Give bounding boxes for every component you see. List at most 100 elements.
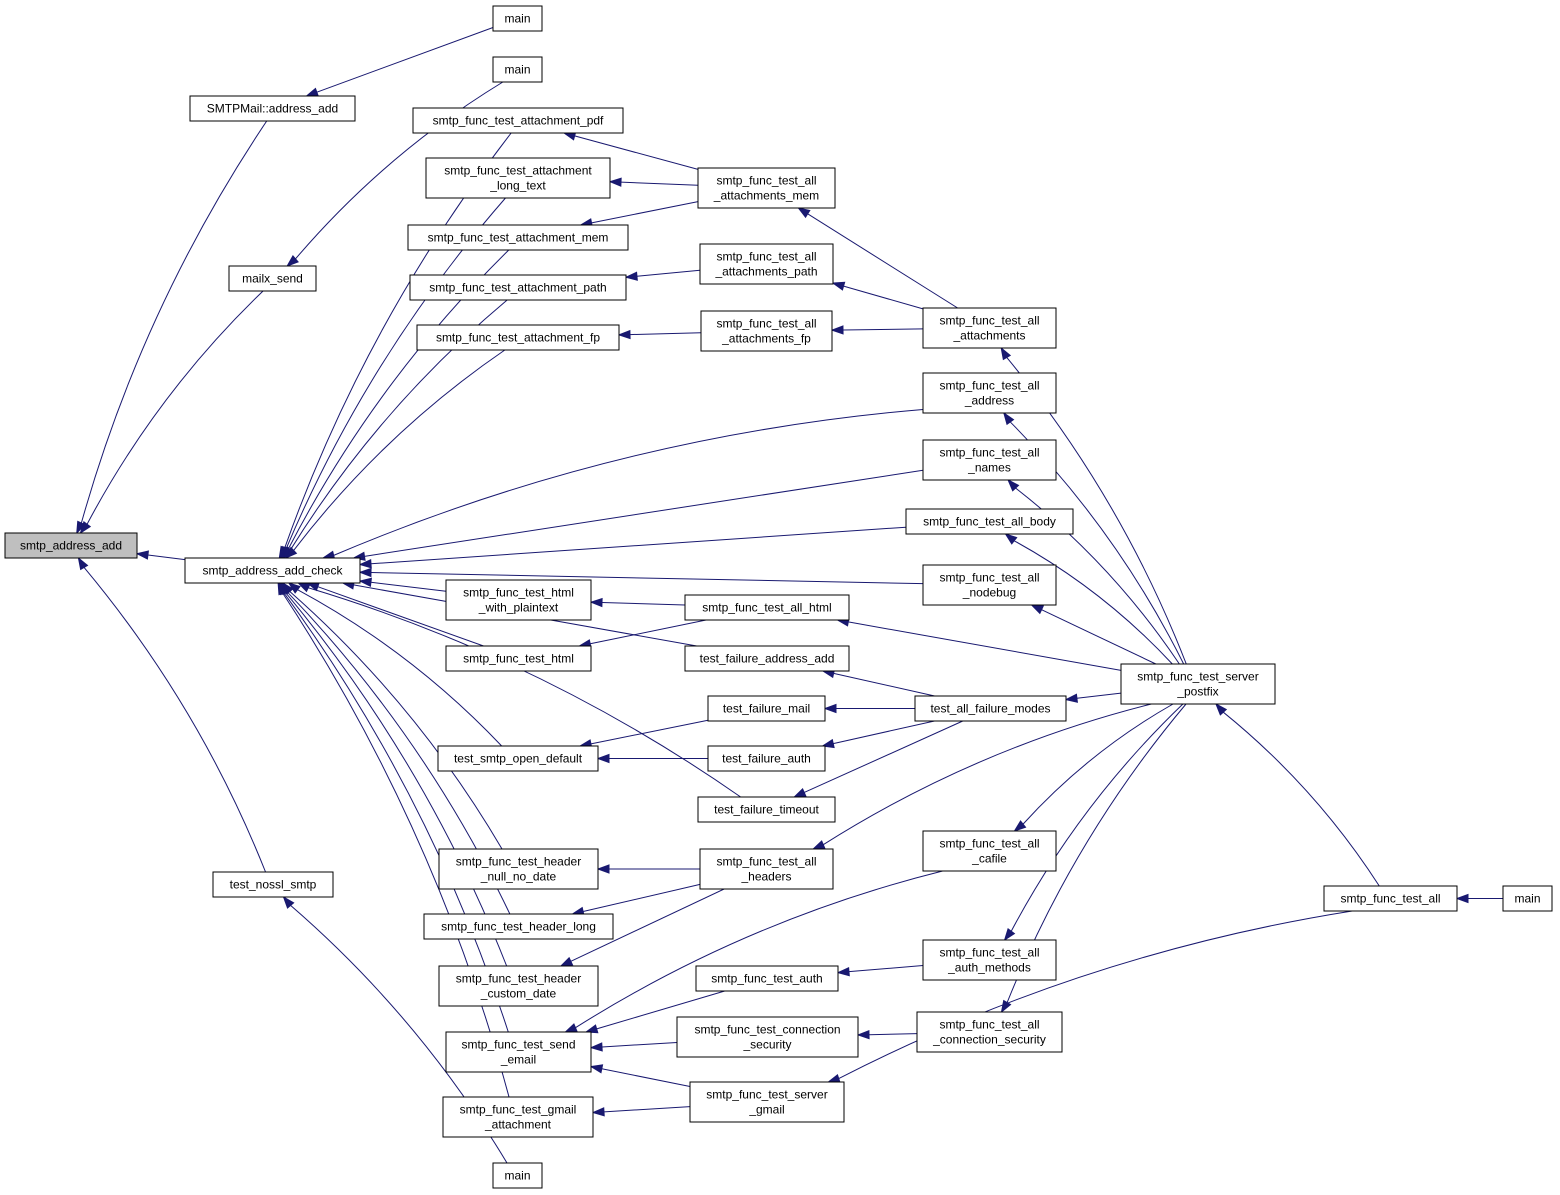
node-hdr-long[interactable]: smtp_func_test_header_long: [423, 913, 614, 940]
edge-line: [575, 870, 943, 1029]
node-fail-addr[interactable]: test_failure_address_add: [684, 645, 850, 672]
edge-line: [822, 703, 1152, 846]
node-add-check[interactable]: smtp_address_add_check: [184, 557, 361, 584]
node-label: test_failure_mail: [723, 702, 810, 716]
node-label: smtp_func_test_all: [939, 571, 1039, 585]
node-label: smtp_func_test_attachment_path: [429, 281, 606, 295]
node-box: [700, 310, 833, 352]
node-mailx-send[interactable]: mailx_send: [228, 265, 317, 292]
edge-test-all-to-server-postfix: [1214, 702, 1380, 887]
node-hdr-null[interactable]: smtp_func_test_header_null_no_date: [438, 848, 599, 890]
node-gmail-att[interactable]: smtp_func_test_gmail_attachment: [442, 1096, 594, 1138]
node-conn-sec[interactable]: smtp_func_test_connection_security: [676, 1016, 859, 1058]
node-box: [922, 307, 1057, 349]
edge-add-check-to-root: [135, 550, 186, 561]
node-all-att-mem[interactable]: smtp_func_test_all_attachments_mem: [697, 167, 836, 209]
node-main3[interactable]: main: [492, 1162, 543, 1189]
node-label: _custom_date: [480, 987, 557, 1001]
node-box: [445, 1031, 592, 1073]
node-all-auth-methods[interactable]: smtp_func_test_all_auth_methods: [922, 939, 1057, 981]
edge-mailx-send-to-root: [79, 290, 264, 535]
edge-line: [601, 1068, 691, 1088]
edge-test-auth-to-send-email: [584, 990, 725, 1034]
node-root[interactable]: smtp_address_add: [4, 532, 138, 559]
arrowhead: [135, 550, 149, 560]
node-server-postfix[interactable]: smtp_func_test_server_postfix: [1120, 663, 1276, 705]
edge-line: [1076, 692, 1122, 699]
edge-line: [848, 621, 1122, 671]
edge-all-fail-modes-to-fail-mail: [823, 703, 915, 714]
node-all-cafile[interactable]: smtp_func_test_all_cafile: [922, 830, 1057, 872]
node-label: smtp_func_test_all_body: [923, 515, 1056, 529]
node-server-gmail[interactable]: smtp_func_test_server_gmail: [689, 1081, 845, 1123]
edge-all-nodebug-to-add-check: [358, 567, 924, 585]
node-label: main: [504, 12, 530, 26]
edge-all-headers-to-hdr-custom: [559, 888, 725, 967]
node-label: smtp_func_test_all: [716, 855, 816, 869]
node-att-fp[interactable]: smtp_func_test_attachment_fp: [416, 324, 620, 351]
node-att-path[interactable]: smtp_func_test_attachment_path: [409, 274, 627, 301]
edge-line: [147, 554, 186, 561]
arrowhead: [297, 582, 311, 593]
edge-all-att-mem-to-att-mem: [579, 201, 699, 228]
node-fail-auth[interactable]: test_failure_auth: [707, 745, 826, 772]
node-all-headers[interactable]: smtp_func_test_all_headers: [699, 848, 834, 890]
node-all-html[interactable]: smtp_func_test_all_html: [684, 594, 850, 621]
node-send-email[interactable]: smtp_func_test_send_email: [445, 1031, 592, 1073]
arrowhead: [564, 1023, 578, 1033]
node-test-all[interactable]: smtp_func_test_all: [1323, 885, 1458, 912]
node-label: mailx_send: [242, 272, 303, 286]
node-test-auth[interactable]: smtp_func_test_auth: [695, 965, 839, 992]
node-box: [699, 848, 834, 890]
node-all-attachments[interactable]: smtp_func_test_all_attachments: [922, 307, 1057, 349]
node-label: smtp_func_test_all: [939, 446, 1039, 460]
node-main4[interactable]: main: [1502, 885, 1553, 912]
node-label: smtp_func_test_all: [939, 837, 1039, 851]
edge-line: [590, 619, 707, 645]
node-all-body[interactable]: smtp_func_test_all_body: [905, 508, 1074, 535]
node-label: smtp_func_test_all: [939, 379, 1039, 393]
node-all-fail-modes[interactable]: test_all_failure_modes: [914, 695, 1067, 722]
node-all-names[interactable]: smtp_func_test_all_names: [922, 439, 1057, 481]
node-label: smtp_func_test_gmail: [460, 1103, 577, 1117]
node-label: _email: [500, 1053, 536, 1067]
node-att-mem[interactable]: smtp_func_test_attachment_mem: [407, 224, 629, 251]
node-all-address[interactable]: smtp_func_test_all_address: [922, 372, 1057, 414]
node-label: smtp_address_add: [20, 539, 122, 553]
edge-main2-to-mailx-send: [286, 81, 504, 267]
edge-server-postfix-to-all-html: [835, 617, 1122, 671]
node-att-pdf[interactable]: smtp_func_test_attachment_pdf: [412, 107, 624, 134]
node-html[interactable]: smtp_func_test_html: [445, 645, 592, 672]
node-all-att-path[interactable]: smtp_func_test_all_attachments_path: [699, 243, 834, 285]
arrowhead: [589, 1064, 604, 1074]
edge-line: [636, 269, 701, 277]
edge-fail-mail-to-open-default: [578, 719, 709, 749]
node-hdr-custom[interactable]: smtp_func_test_header_custom_date: [438, 965, 599, 1007]
edge-line: [285, 592, 508, 967]
edge-server-postfix-to-all-fail-modes: [1064, 692, 1122, 703]
node-att-long[interactable]: smtp_func_test_attachment_long_text: [425, 157, 611, 199]
edge-server-postfix-to-all-nodebug: [1030, 604, 1157, 665]
node-html-plain[interactable]: smtp_func_test_html_with_plaintext: [445, 579, 592, 621]
node-all-conn-sec[interactable]: smtp_func_test_all_connection_security: [916, 1011, 1063, 1053]
node-all-nodebug[interactable]: smtp_func_test_all_nodebug: [922, 564, 1057, 606]
node-sam-address-add[interactable]: SMTPMail::address_add: [189, 95, 356, 122]
node-label: _headers: [740, 870, 791, 884]
edge-line: [868, 1033, 918, 1036]
edge-line: [848, 965, 924, 973]
node-all-att-fp[interactable]: smtp_func_test_all_attachments_fp: [700, 310, 833, 352]
node-main2[interactable]: main: [492, 56, 543, 83]
node-box: [438, 848, 599, 890]
node-box: [697, 167, 836, 209]
node-label: _auth_methods: [947, 961, 1031, 975]
node-label: main: [504, 63, 530, 77]
arrowhead: [358, 577, 372, 588]
edge-line: [317, 586, 484, 647]
edge-line: [316, 27, 494, 93]
node-test-nossl-smtp[interactable]: test_nossl_smtp: [212, 871, 334, 898]
arrowhead: [596, 864, 610, 874]
node-fail-timeout[interactable]: test_failure_timeout: [697, 796, 836, 823]
node-fail-mail[interactable]: test_failure_mail: [707, 695, 826, 722]
node-open-default[interactable]: test_smtp_open_default: [437, 745, 599, 772]
node-main1[interactable]: main: [492, 5, 543, 32]
